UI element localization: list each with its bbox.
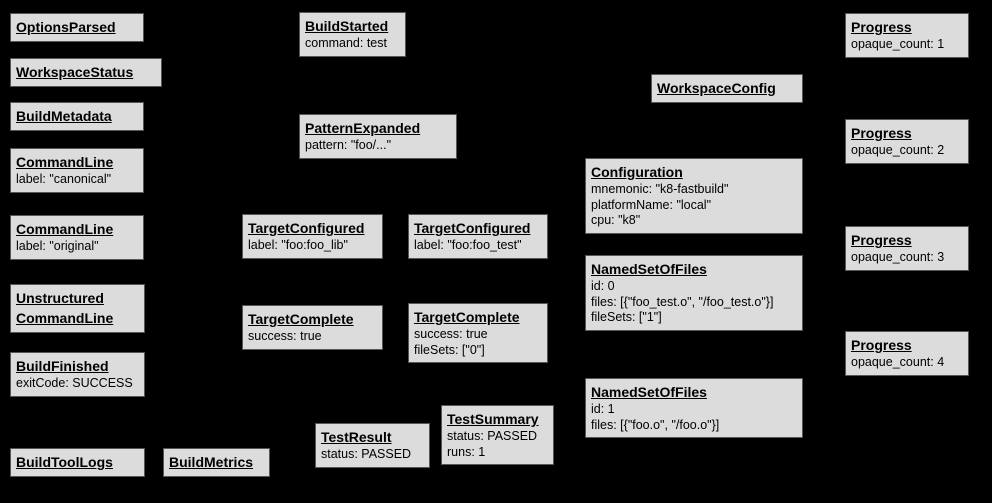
event-title: Progress — [851, 232, 912, 248]
event-box-workspace-status: WorkspaceStatus — [10, 58, 162, 87]
event-title: BuildMetrics — [169, 454, 254, 470]
event-box-pattern-expanded: PatternExpanded pattern: "foo/..." — [299, 114, 457, 159]
event-title: BuildFinished — [16, 358, 109, 374]
event-box-target-complete-foo-lib: TargetComplete success: true — [242, 305, 383, 350]
event-title: NamedSetOfFiles — [591, 384, 707, 400]
event-title: TestSummary — [447, 411, 539, 427]
event-field: opaque_count: 3 — [851, 250, 945, 264]
event-title: OptionsParsed — [16, 19, 116, 35]
event-title: TargetComplete — [414, 309, 520, 325]
event-title: Progress — [851, 337, 912, 353]
event-title: TargetConfigured — [414, 220, 531, 236]
event-field: cpu: "k8" — [591, 213, 641, 227]
event-field: platformName: "local" — [591, 197, 712, 212]
event-field: opaque_count: 4 — [851, 355, 945, 369]
event-box-target-configured-foo-test: TargetConfigured label: "foo:foo_test" — [408, 214, 548, 259]
event-box-options-parsed: OptionsParsed — [10, 13, 144, 42]
event-field: opaque_count: 2 — [851, 143, 945, 157]
event-field: opaque_count: 1 — [851, 37, 945, 51]
event-title: CommandLine — [16, 221, 114, 237]
event-title: Configuration — [591, 164, 683, 180]
event-field: label: "canonical" — [16, 172, 112, 186]
event-field: label: "original" — [16, 239, 99, 253]
event-field: success: true — [248, 329, 322, 343]
event-title: CommandLine — [16, 310, 114, 326]
event-title: BuildStarted — [305, 18, 389, 34]
event-field: fileSets: ["1"] — [591, 310, 662, 324]
event-box-progress-4: Progress opaque_count: 4 — [845, 331, 969, 376]
event-box-build-metadata: BuildMetadata — [10, 102, 144, 131]
event-box-build-metrics: BuildMetrics — [163, 448, 270, 477]
event-box-test-summary: TestSummary status: PASSED runs: 1 — [441, 405, 554, 465]
event-field: pattern: "foo/..." — [305, 138, 392, 152]
event-box-command-line-canonical: CommandLine label: "canonical" — [10, 148, 144, 193]
event-title: PatternExpanded — [305, 120, 421, 136]
event-field: id: 0 — [591, 279, 615, 293]
event-field: mnemonic: "k8-fastbuild" — [591, 182, 729, 196]
event-box-target-complete-foo-test: TargetComplete success: true fileSets: [… — [408, 303, 548, 363]
event-title: TargetComplete — [248, 311, 354, 327]
event-box-test-result: TestResult status: PASSED — [315, 423, 430, 468]
event-title: TestResult — [321, 429, 392, 445]
event-field: exitCode: SUCCESS — [16, 376, 133, 390]
event-field: status: PASSED — [447, 429, 538, 443]
event-field: command: test — [305, 36, 387, 50]
event-title: WorkspaceConfig — [657, 80, 776, 96]
event-box-named-set-of-files-1: NamedSetOfFiles id: 1 files: [{"foo.o", … — [585, 378, 803, 438]
event-title: TargetConfigured — [248, 220, 365, 236]
event-box-build-tool-logs: BuildToolLogs — [10, 448, 145, 477]
event-title: BuildMetadata — [16, 108, 112, 124]
event-title: NamedSetOfFiles — [591, 261, 707, 277]
event-field: label: "foo:foo_lib" — [248, 238, 348, 252]
event-box-workspace-config: WorkspaceConfig — [651, 74, 803, 103]
event-box-unstructured-command-line: Unstructured CommandLine — [10, 284, 145, 333]
event-field: status: PASSED — [321, 447, 412, 461]
event-title: WorkspaceStatus — [16, 64, 134, 80]
event-box-command-line-original: CommandLine label: "original" — [10, 215, 144, 260]
event-field: success: true — [414, 327, 488, 341]
event-title: Unstructured — [16, 290, 104, 306]
event-field: files: [{"foo.o", "/foo.o"}] — [591, 417, 720, 432]
event-box-named-set-of-files-0: NamedSetOfFiles id: 0 files: [{"foo_test… — [585, 255, 803, 331]
event-box-progress-1: Progress opaque_count: 1 — [845, 13, 969, 58]
event-field: runs: 1 — [447, 444, 486, 459]
event-box-build-started: BuildStarted command: test — [299, 12, 406, 57]
event-box-configuration: Configuration mnemonic: "k8-fastbuild" p… — [585, 158, 803, 234]
event-title: CommandLine — [16, 154, 114, 170]
event-title: BuildToolLogs — [16, 454, 113, 470]
event-title: Progress — [851, 19, 912, 35]
event-box-build-finished: BuildFinished exitCode: SUCCESS — [10, 352, 145, 397]
event-field: fileSets: ["0"] — [414, 342, 485, 357]
event-box-progress-3: Progress opaque_count: 3 — [845, 226, 969, 271]
event-field: id: 1 — [591, 402, 615, 416]
event-field: label: "foo:foo_test" — [414, 238, 522, 252]
event-field: files: [{"foo_test.o", "/foo_test.o"}] — [591, 294, 774, 309]
event-box-progress-2: Progress opaque_count: 2 — [845, 119, 969, 164]
event-title: Progress — [851, 125, 912, 141]
event-box-target-configured-foo-lib: TargetConfigured label: "foo:foo_lib" — [242, 214, 383, 259]
